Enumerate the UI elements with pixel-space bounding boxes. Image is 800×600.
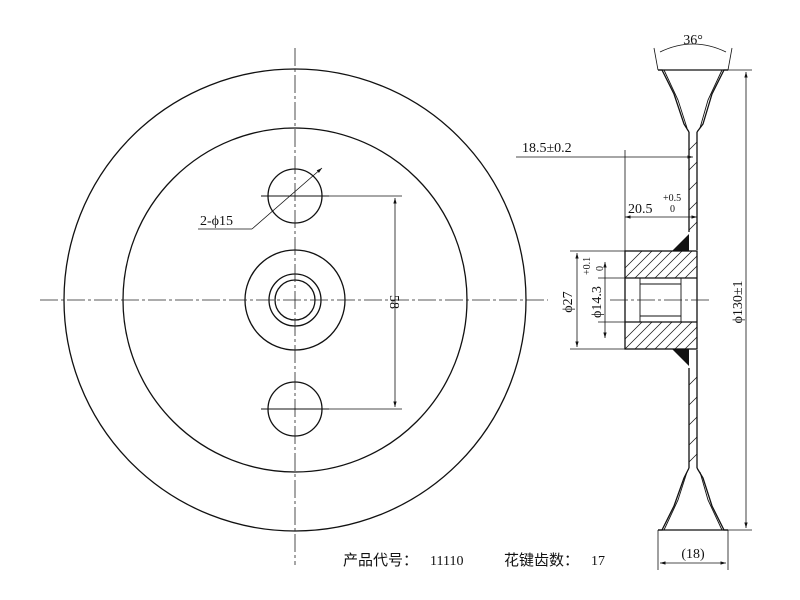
weld-bottom — [672, 349, 689, 366]
dim-27-text: ϕ27 — [561, 291, 576, 312]
front-view: 58 2-ϕ15 — [40, 48, 548, 565]
dim-20-5-lower: 0 — [670, 204, 675, 215]
web-hatching — [688, 141, 698, 463]
dim-20-5-text: 20.5 — [628, 202, 653, 217]
groove-bottom-inner-right — [699, 471, 723, 531]
groove-top-inner-left — [663, 69, 688, 129]
dim-18-text: (18) — [681, 547, 705, 562]
spline-teeth-label: 花键齿数： — [504, 551, 579, 569]
groove-bottom-inner-left — [663, 471, 688, 531]
side-view: 36° 18.5±0.2 20.5 +0.5 0 ϕ27 ϕ14.3 +0.1 … — [516, 33, 752, 570]
caption: 产品代号： 11110 花键齿数： 17 — [343, 551, 605, 569]
spline-teeth-value: 17 — [591, 554, 605, 569]
hole-callout-text: 2-ϕ15 — [200, 214, 233, 229]
hub-hatching — [624, 250, 698, 350]
angle-36-text: 36° — [683, 33, 703, 48]
dim-58-text: 58 — [386, 295, 401, 309]
dim-20-5-upper: +0.5 — [663, 193, 681, 204]
dim-18-5-text: 18.5±0.2 — [522, 141, 572, 156]
groove-top-left-flank — [658, 69, 690, 133]
groove-top-inner-right — [699, 69, 723, 129]
angle-36-ext-left — [653, 47, 659, 71]
groove-bottom-left-flank — [658, 467, 690, 531]
product-code-label: 产品代号： — [343, 551, 418, 569]
angle-36-arc — [659, 43, 727, 53]
hole-leader-diagonal — [251, 167, 323, 230]
dim-14-3-upper: +0.1 — [582, 257, 593, 275]
angle-36-ext-right — [727, 47, 733, 71]
weld-top — [672, 234, 689, 251]
dim-14-3-text: ϕ14.3 — [590, 286, 605, 318]
dim-14-3-lower: 0 — [595, 266, 606, 271]
dim-130-text: ϕ130±1 — [731, 280, 746, 323]
product-code-value: 11110 — [430, 554, 463, 569]
